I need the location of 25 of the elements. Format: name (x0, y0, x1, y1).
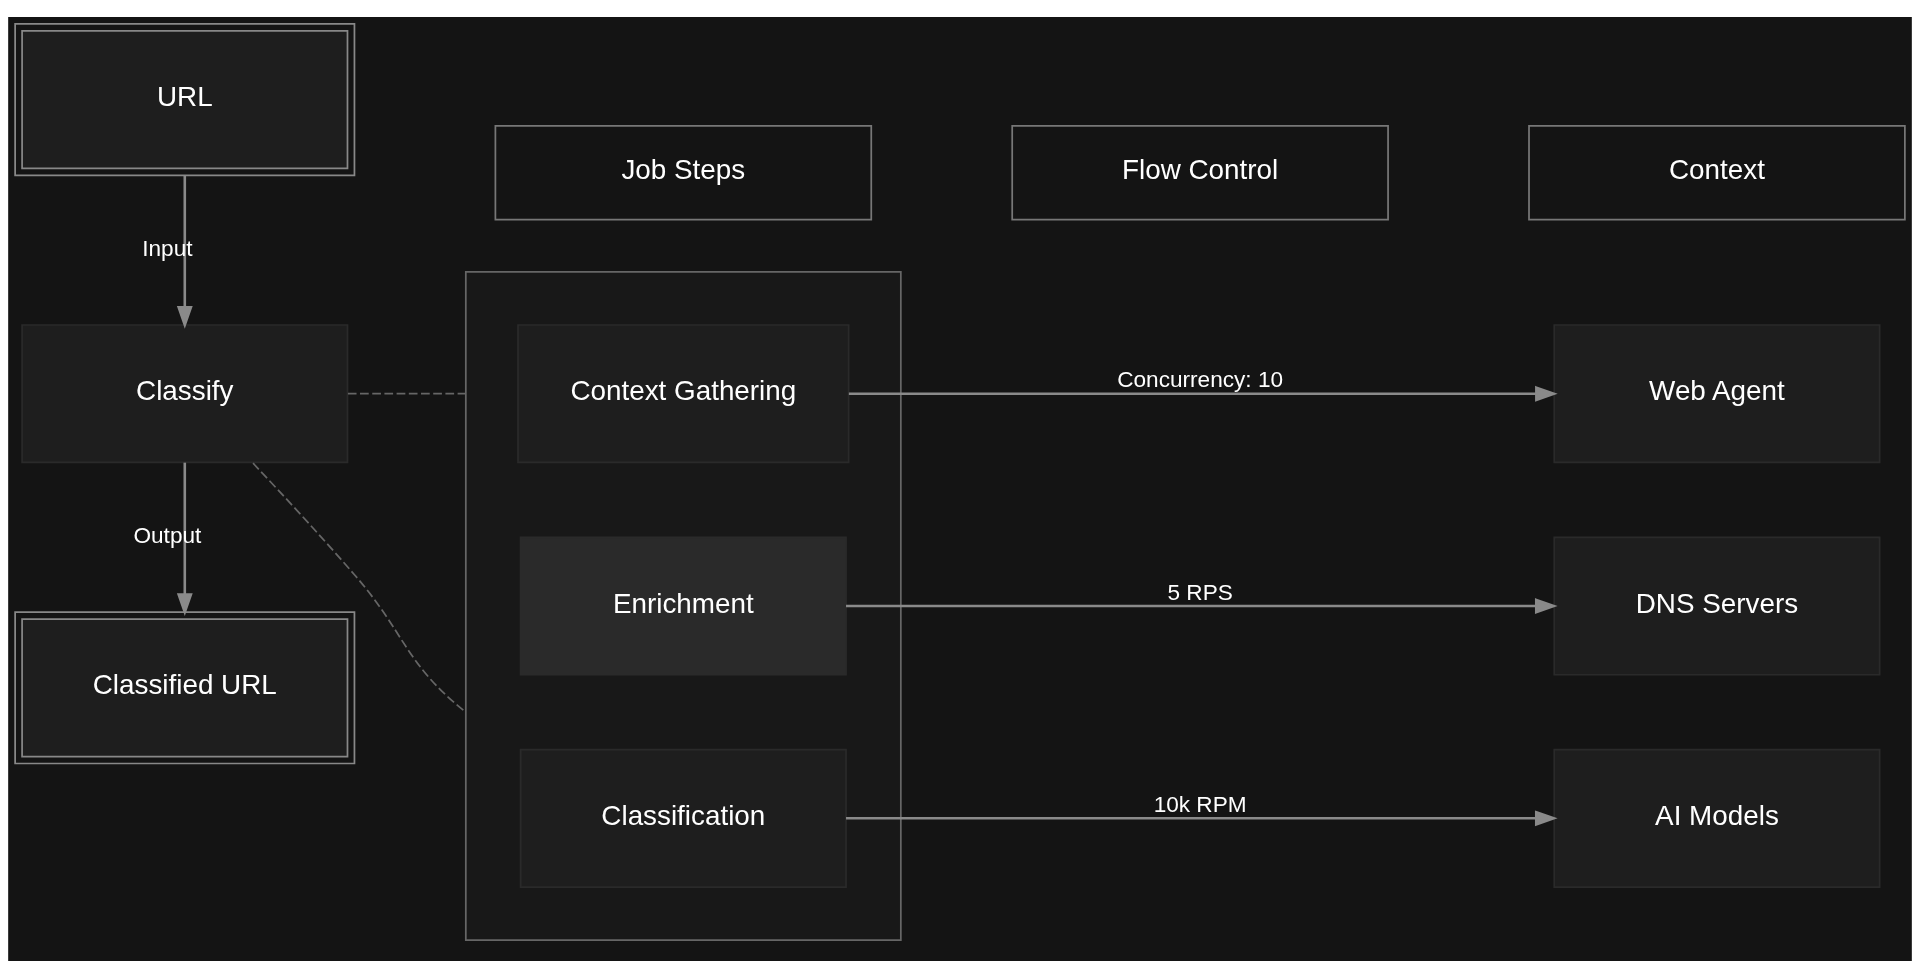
arrow (176, 462, 193, 617)
node-box: URL (14, 23, 356, 177)
edge-label: Concurrency: 10 (1117, 367, 1284, 393)
node-box: Web Agent (1553, 324, 1881, 464)
node-box: DNS Servers (1553, 536, 1881, 676)
node-box: Context Gathering (517, 324, 850, 464)
node-box: Job Steps (494, 124, 873, 221)
connector (347, 392, 467, 395)
cluster (464, 271, 902, 941)
edge-label: Output (133, 523, 202, 549)
arrow (846, 598, 1558, 614)
node-box: Classified URL (14, 611, 356, 765)
node-box: Context (1528, 124, 1906, 221)
node-box: Enrichment (519, 536, 847, 676)
node-box: Flow Control (1011, 124, 1389, 221)
arrow (176, 175, 193, 329)
edge-label: 5 RPS (1167, 579, 1233, 605)
edge-label: Input (142, 236, 193, 262)
node-box: AI Models (1553, 748, 1881, 888)
node-box: Classify (21, 324, 349, 464)
edge-label: 10k RPM (1153, 792, 1247, 818)
node-box: Classification (519, 748, 847, 888)
arrow (848, 385, 1558, 402)
arrow (846, 810, 1558, 827)
connector (252, 462, 467, 714)
